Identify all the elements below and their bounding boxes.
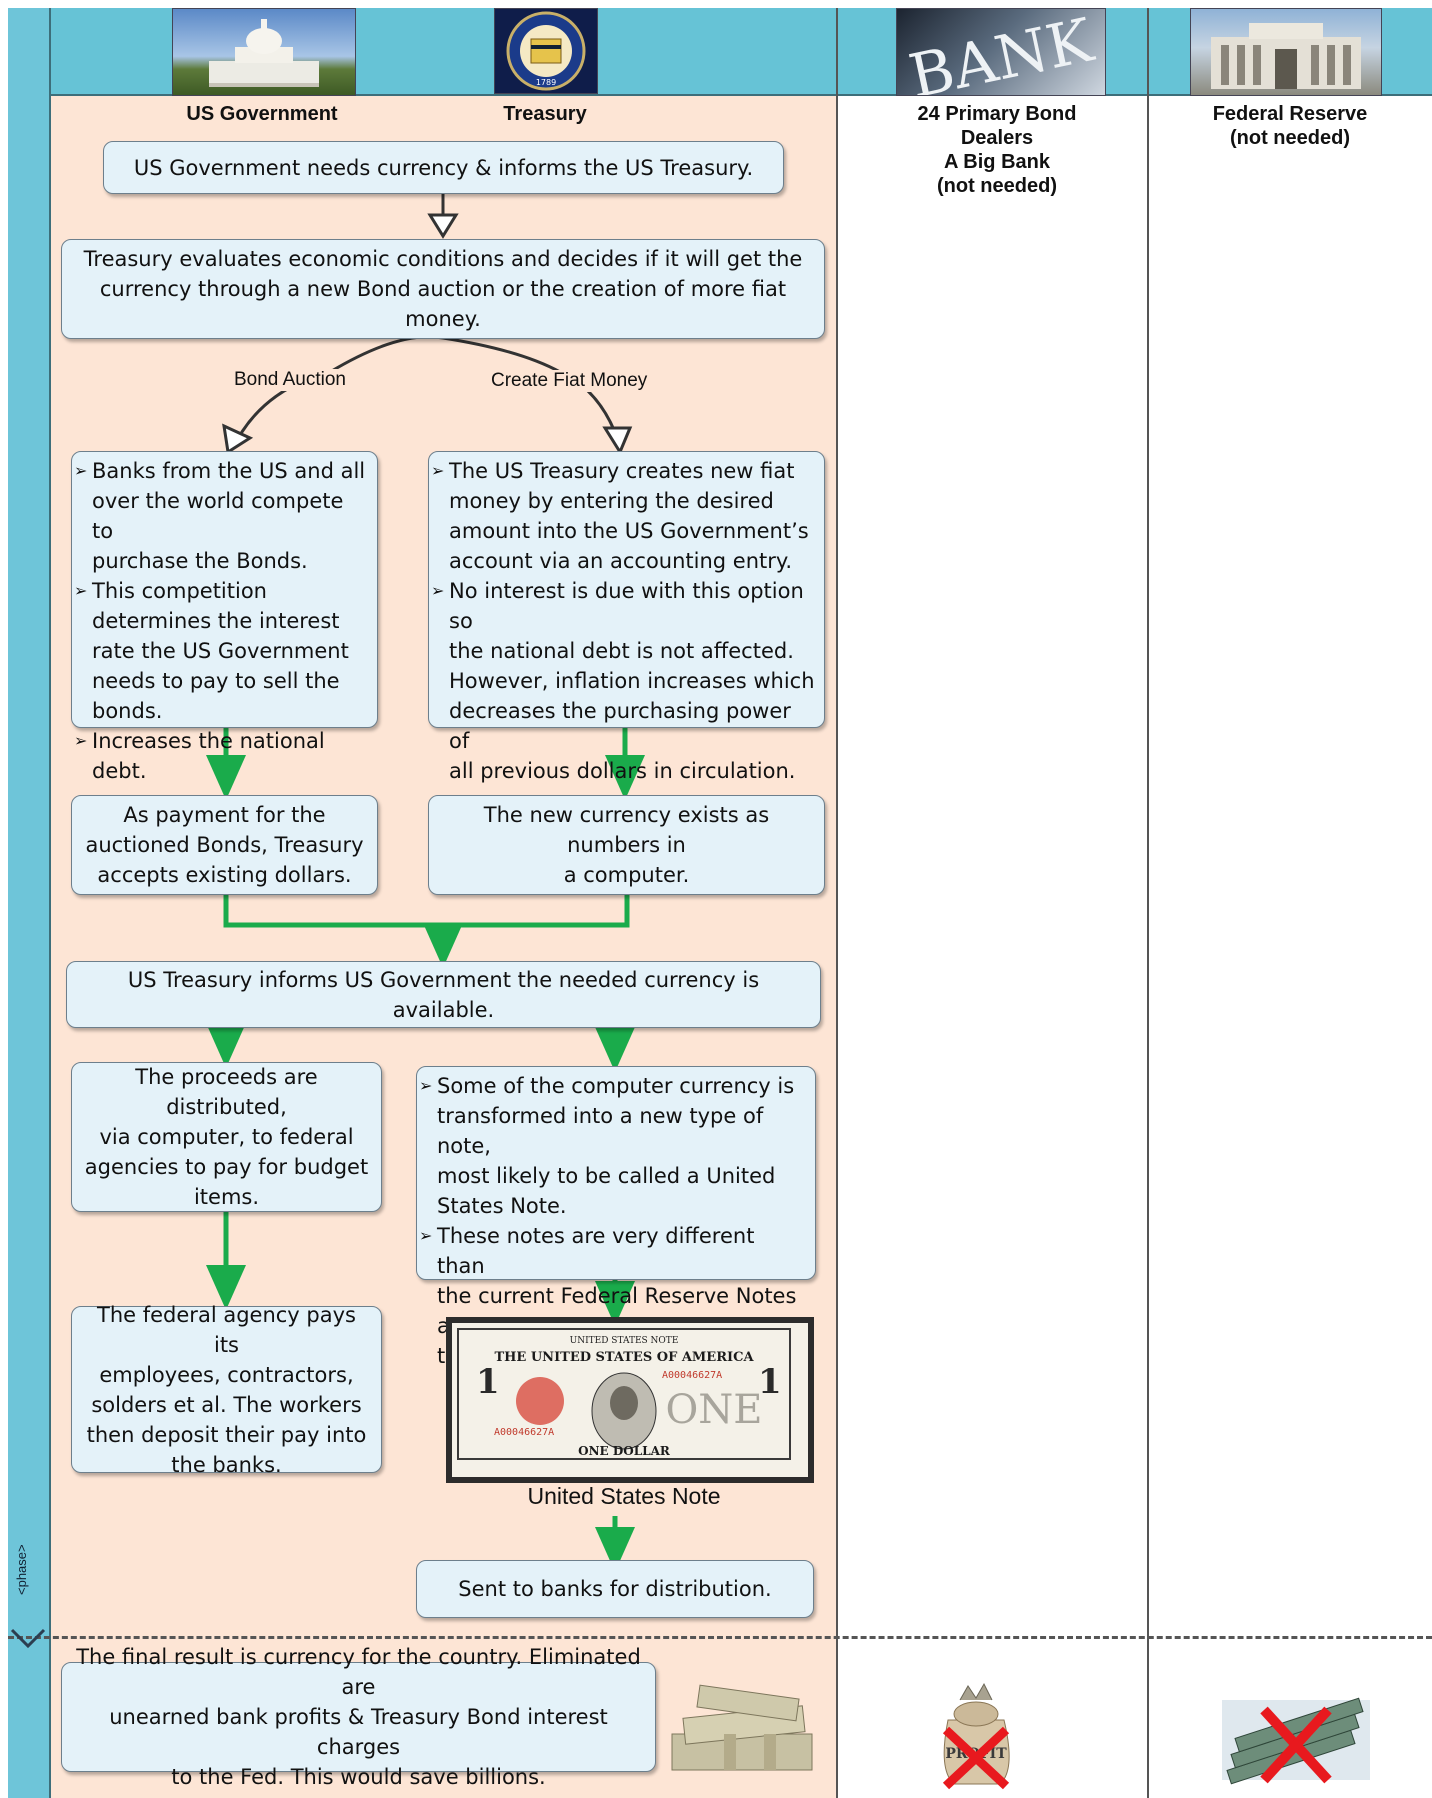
fiat-currency-exists-text: The new currency exists as numbers in a … (483, 803, 770, 887)
note-denomination-word: ONE (666, 1387, 763, 1433)
lane-divider-1 (836, 8, 838, 1798)
branch-curve (230, 335, 620, 451)
bond-payment-text: As payment for the auctioned Bonds, Trea… (85, 803, 364, 887)
federal-agency-pays-text: The federal agency pays its employees, c… (86, 1302, 367, 1477)
column-header-treasury: Treasury (503, 103, 587, 125)
step-government-needs-currency: US Government needs currency & informs t… (103, 141, 784, 194)
treasury-seal-image: 1789 (494, 8, 598, 94)
sent-to-banks-text: Sent to banks for distribution. (458, 1577, 772, 1601)
note-left-numeral: 1 (476, 1362, 500, 1402)
treasury-informs-government: US Treasury informs US Government the ne… (66, 961, 821, 1028)
sent-to-banks: Sent to banks for distribution. (416, 1560, 814, 1618)
bond-bullet: Increases the national debt. (74, 726, 369, 786)
federal-reserve-notes-crossed-image (1216, 1690, 1376, 1786)
column-header-us-government: US Government (186, 103, 338, 125)
note-bottom-banner: ONE DOLLAR (578, 1444, 671, 1458)
federal-agency-pays: The federal agency pays its employees, c… (71, 1303, 382, 1477)
proceeds-distributed: The proceeds are distributed, via comput… (71, 1062, 382, 1212)
note-serial-top: A00046627A (662, 1370, 722, 1381)
note-bullet: Some of the computer currency is transfo… (419, 1071, 807, 1221)
fiat-currency-exists: The new currency exists as numbers in a … (428, 795, 825, 895)
bond-payment: As payment for the auctioned Bonds, Trea… (71, 795, 378, 895)
final-result-text: The final result is currency for the cou… (76, 1645, 641, 1789)
bond-auction-details: Banks from the US and all over the world… (71, 451, 378, 783)
branch-label-create-fiat: Create Fiat Money (489, 370, 650, 392)
united-states-note-image: UNITED STATES NOTE THE UNITED STATES OF … (446, 1317, 814, 1483)
column-header-primary-dealers: 24 Primary Bond Dealers A Big Bank (not … (917, 103, 1077, 197)
phase-chevron (6, 1618, 50, 1658)
united-states-note-details: Some of the computer currency is transfo… (416, 1066, 816, 1368)
phase-divider (8, 1636, 1432, 1639)
fiat-bullet: No interest is due with this option so t… (431, 576, 816, 786)
note-top-banner: UNITED STATES NOTE (570, 1336, 679, 1346)
treasury-informs-government-text: US Treasury informs US Government the ne… (127, 967, 760, 1022)
united-states-note-caption: United States Note (527, 1483, 721, 1509)
note-right-numeral: 1 (758, 1362, 782, 1402)
bond-bullet: This competition determines the interest… (74, 576, 369, 726)
bond-arrowhead (222, 423, 254, 455)
fiat-arrowhead (602, 426, 633, 456)
profit-bag-crossed-image: PROFIT (928, 1680, 1024, 1792)
step-treasury-evaluates-text: Treasury evaluates economic conditions a… (83, 247, 803, 331)
phase-sidebar (8, 8, 51, 1798)
seal-year: 1789 (536, 78, 556, 87)
federal-reserve-image (1190, 8, 1382, 96)
capitol-image (172, 8, 356, 96)
merge-connector (223, 895, 630, 928)
final-result: The final result is currency for the cou… (61, 1645, 656, 1789)
note-serial-bottom: A00046627A (494, 1427, 554, 1438)
fiat-bullet: The US Treasury creates new fiat money b… (431, 456, 816, 576)
bond-bullet: Banks from the US and all over the world… (74, 456, 369, 576)
proceeds-distributed-text: The proceeds are distributed, via comput… (84, 1065, 369, 1209)
bank-sign-image: BANK (896, 8, 1106, 96)
step-treasury-evaluates: Treasury evaluates economic conditions a… (61, 239, 825, 339)
column-header-federal-reserve: Federal Reserve (not needed) (1212, 103, 1368, 149)
fiat-money-details: The US Treasury creates new fiat money b… (428, 451, 825, 783)
note-title: THE UNITED STATES OF AMERICA (494, 1350, 754, 1365)
money-stack-image (664, 1682, 822, 1778)
branch-label-bond-auction: Bond Auction (232, 369, 348, 391)
lane-divider-2 (1147, 8, 1149, 1798)
hollow-arrow-step1 (427, 193, 459, 239)
step-government-needs-currency-text: US Government needs currency & informs t… (133, 155, 754, 180)
